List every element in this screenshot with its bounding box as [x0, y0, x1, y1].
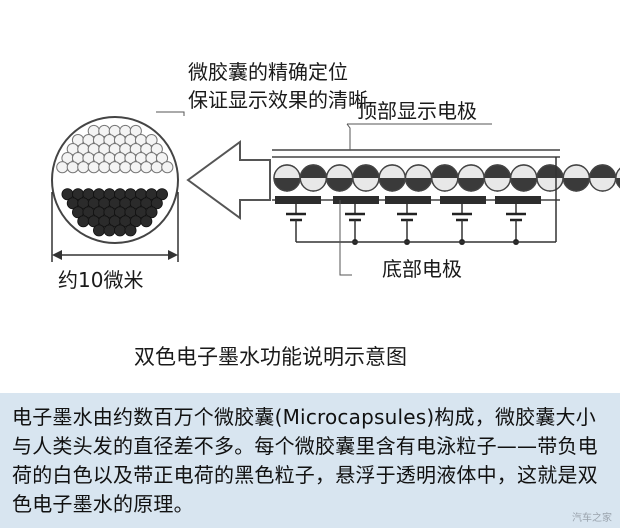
top-electrode-label: 顶部显示电极 — [357, 99, 477, 123]
white-particle — [129, 124, 142, 138]
microcapsule — [273, 164, 301, 192]
white-particle — [161, 161, 174, 174]
electrode-pad — [495, 196, 541, 204]
microcapsule-rim — [615, 167, 620, 189]
microcapsule — [483, 164, 512, 192]
microcapsule-top-half — [458, 165, 485, 178]
caption-text: 电子墨水由约数百万个微胶囊(Microcapsules)构成，微胶囊大小与人类头… — [12, 405, 598, 516]
bottom-electrode-pads — [275, 196, 541, 204]
measure-arrow-left — [52, 250, 62, 260]
microcapsule — [378, 164, 406, 192]
black-particle — [145, 206, 158, 219]
black-particle-cluster — [61, 188, 168, 237]
white-particle — [98, 161, 111, 174]
electrode-pad — [440, 196, 486, 204]
annotation-line-2: 保证显示效果的清晰 — [188, 88, 368, 112]
bottom-electrode-leader — [339, 200, 352, 276]
microcapsule-bottom-half — [537, 178, 563, 191]
white-particle — [140, 161, 153, 174]
size-measurement — [51, 192, 179, 262]
microcapsule-bottom-half — [563, 178, 590, 192]
microcapsule — [457, 164, 485, 192]
microcapsule — [431, 164, 459, 192]
black-particle — [124, 224, 137, 237]
black-particle — [150, 197, 163, 210]
diagram-stage: 约10微米 微胶囊的精确定位 保证显示效果的清晰 顶部显示电极 底部电极 双色电… — [51, 60, 620, 369]
microcapsule — [352, 164, 380, 192]
white-particle — [56, 161, 69, 174]
microcapsule — [510, 164, 538, 192]
microcapsule-top-half — [405, 165, 432, 178]
microcapsule-top-half — [274, 165, 300, 178]
white-particle — [129, 161, 142, 174]
black-particle — [93, 224, 106, 237]
microcapsule — [588, 164, 617, 192]
microcapsule-top-half — [537, 165, 563, 178]
microcapsule-top-half — [484, 165, 511, 178]
white-particle — [87, 161, 100, 174]
annotation-leader — [156, 111, 185, 116]
caption-box: 电子墨水由约数百万个微胶囊(Microcapsules)构成，微胶囊大小与人类头… — [0, 393, 620, 528]
microcapsule-top-half — [589, 165, 616, 178]
measure-arrow-right — [168, 250, 178, 260]
bottom-electrode-label: 底部电极 — [382, 257, 462, 281]
microcapsule — [299, 164, 327, 192]
microcapsule-bottom-half — [274, 178, 300, 191]
size-label: 约10微米 — [58, 268, 143, 292]
electrode-pad — [333, 196, 379, 204]
microcapsule-bottom-half — [510, 178, 537, 192]
microcapsule-bottom-half — [405, 178, 432, 192]
microcapsule-bottom-half — [431, 178, 458, 192]
electrode-pad — [385, 196, 431, 204]
white-particle — [145, 134, 158, 147]
microcapsule-top-half — [300, 165, 327, 178]
microcapsule-bottom-half — [379, 178, 406, 192]
microcapsule-top-half — [352, 165, 379, 178]
white-particle — [119, 161, 132, 174]
black-particle — [77, 215, 90, 228]
capsule-row — [273, 164, 620, 192]
black-particle — [114, 224, 127, 237]
white-particle — [150, 161, 163, 174]
white-particle — [150, 143, 163, 156]
white-particle — [108, 161, 121, 174]
white-particle — [155, 152, 169, 165]
black-particle — [155, 188, 168, 201]
diagram-canvas: 约10微米 微胶囊的精确定位 保证显示效果的清晰 顶部显示电极 底部电极 双色电… — [51, 60, 620, 369]
microcapsule-top-half — [379, 165, 406, 178]
microcapsule-bottom-half — [589, 178, 616, 192]
microcapsule-top-half — [431, 165, 458, 178]
microcapsule-top-half — [326, 165, 353, 178]
microcapsule-bottom-half — [300, 178, 327, 192]
magnified-capsule — [51, 116, 179, 244]
annotation-line-1: 微胶囊的精确定位 — [188, 60, 348, 84]
black-particle — [140, 215, 153, 228]
display-structure — [272, 149, 620, 245]
white-particle-cluster — [56, 124, 174, 174]
microcapsule-top-half — [563, 165, 590, 178]
white-particle — [66, 161, 79, 174]
microcapsule — [615, 167, 620, 189]
diagram-title: 双色电子墨水功能说明示意图 — [134, 345, 407, 369]
microcapsule-top-half — [615, 168, 620, 178]
microcapsule-bottom-half — [484, 178, 511, 192]
microcapsule-bottom-half — [352, 178, 379, 192]
drive-circuit — [286, 157, 557, 245]
microcapsule — [325, 164, 354, 192]
microcapsule-top-half — [510, 165, 537, 178]
microcapsule — [404, 164, 433, 192]
microcapsule — [562, 164, 590, 192]
direction-arrow — [186, 140, 271, 220]
microcapsule-bottom-half — [326, 178, 353, 192]
white-particle — [77, 161, 90, 174]
microcapsule-bottom-half — [458, 178, 485, 192]
microcapsule-bottom-half — [615, 178, 620, 188]
electrode-pad — [275, 196, 321, 204]
black-particle — [103, 224, 116, 237]
watermark: 汽车之家 — [572, 513, 612, 524]
microcapsule — [536, 164, 564, 192]
top-electrode-leader — [346, 123, 351, 150]
